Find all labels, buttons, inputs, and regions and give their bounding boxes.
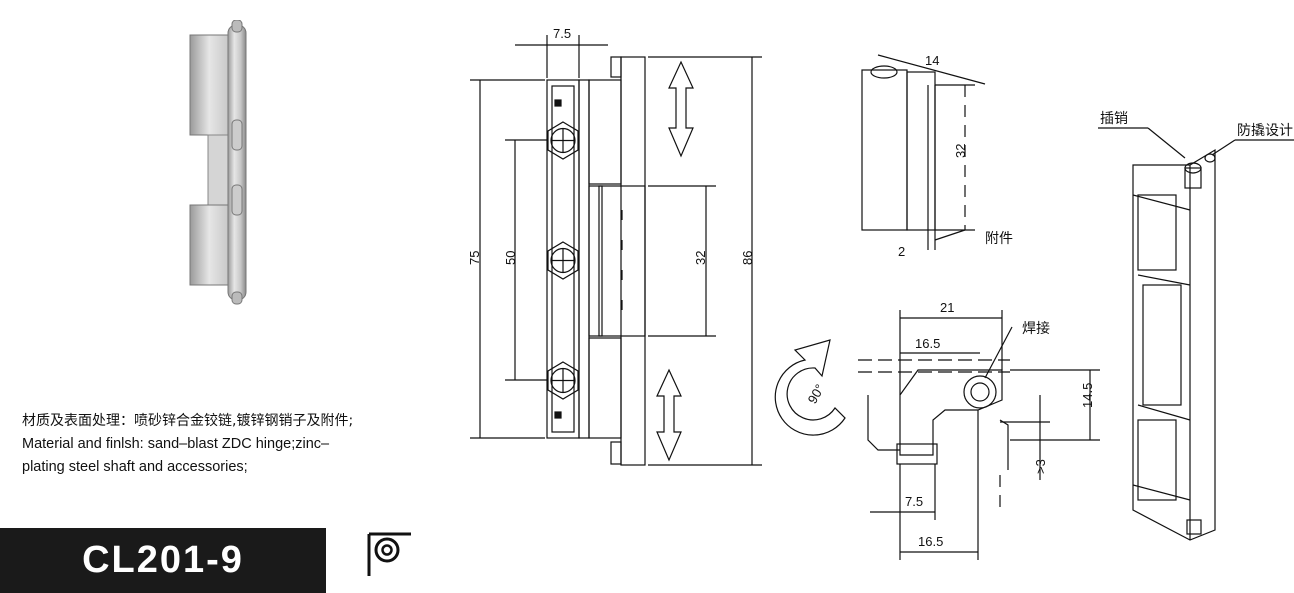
- slide-arrow-top-icon: [668, 60, 694, 158]
- rotate-arrow-icon: [774, 339, 846, 436]
- dim-top-offset: 7.5: [905, 494, 923, 509]
- dim-side-width: 14: [925, 53, 939, 68]
- dim-front-width: 7.5: [553, 26, 571, 41]
- dim-side-height: 32: [953, 144, 968, 158]
- top-view: [774, 310, 1100, 560]
- side-view: [861, 54, 986, 250]
- material-description-en-1: Material and finlsh: sand–blast ZDC hing…: [22, 436, 330, 452]
- dim-front-hole-spacing: 50: [503, 251, 518, 265]
- dim-front-center-leaf: 32: [693, 251, 708, 265]
- dim-top-height: 14.5: [1080, 383, 1095, 408]
- label-accessory: 附件: [985, 231, 1013, 247]
- rotation-angle: 90°: [805, 382, 828, 407]
- bolt-middle: [547, 241, 579, 280]
- label-weld: 焊接: [1022, 320, 1050, 337]
- slide-arrow-bottom-icon: [656, 368, 682, 462]
- material-description: 材质及表面处理：喷砂锌合金铰链,镀锌钢销子及附件; Material and f…: [22, 410, 442, 479]
- bolt-bottom: [547, 361, 579, 400]
- material-description-cn: 材质及表面处理：喷砂锌合金铰链,镀锌钢销子及附件;: [22, 413, 354, 429]
- label-pin: 插销: [1100, 111, 1128, 127]
- material-description-en-2: plating steel shaft and accessories;: [22, 459, 248, 475]
- dim-top-bottom: 16.5: [918, 534, 943, 549]
- dim-front-height-75: 75: [467, 251, 482, 265]
- dim-top-gap: >3: [1033, 459, 1048, 474]
- hinge-symbol-icon: [367, 532, 411, 576]
- iso-view: [1098, 127, 1294, 541]
- bolt-top: [547, 121, 579, 160]
- dim-side-thickness: 2: [898, 244, 905, 259]
- hinge-product-photo: [189, 20, 247, 305]
- dim-front-total-height: 86: [740, 251, 755, 265]
- dim-top-inner: 16.5: [915, 336, 940, 351]
- front-view: [470, 35, 762, 466]
- label-antitamper: 防撬设计: [1237, 123, 1293, 139]
- dim-top-outer: 21: [940, 300, 954, 315]
- model-number: CL201-9: [0, 528, 326, 593]
